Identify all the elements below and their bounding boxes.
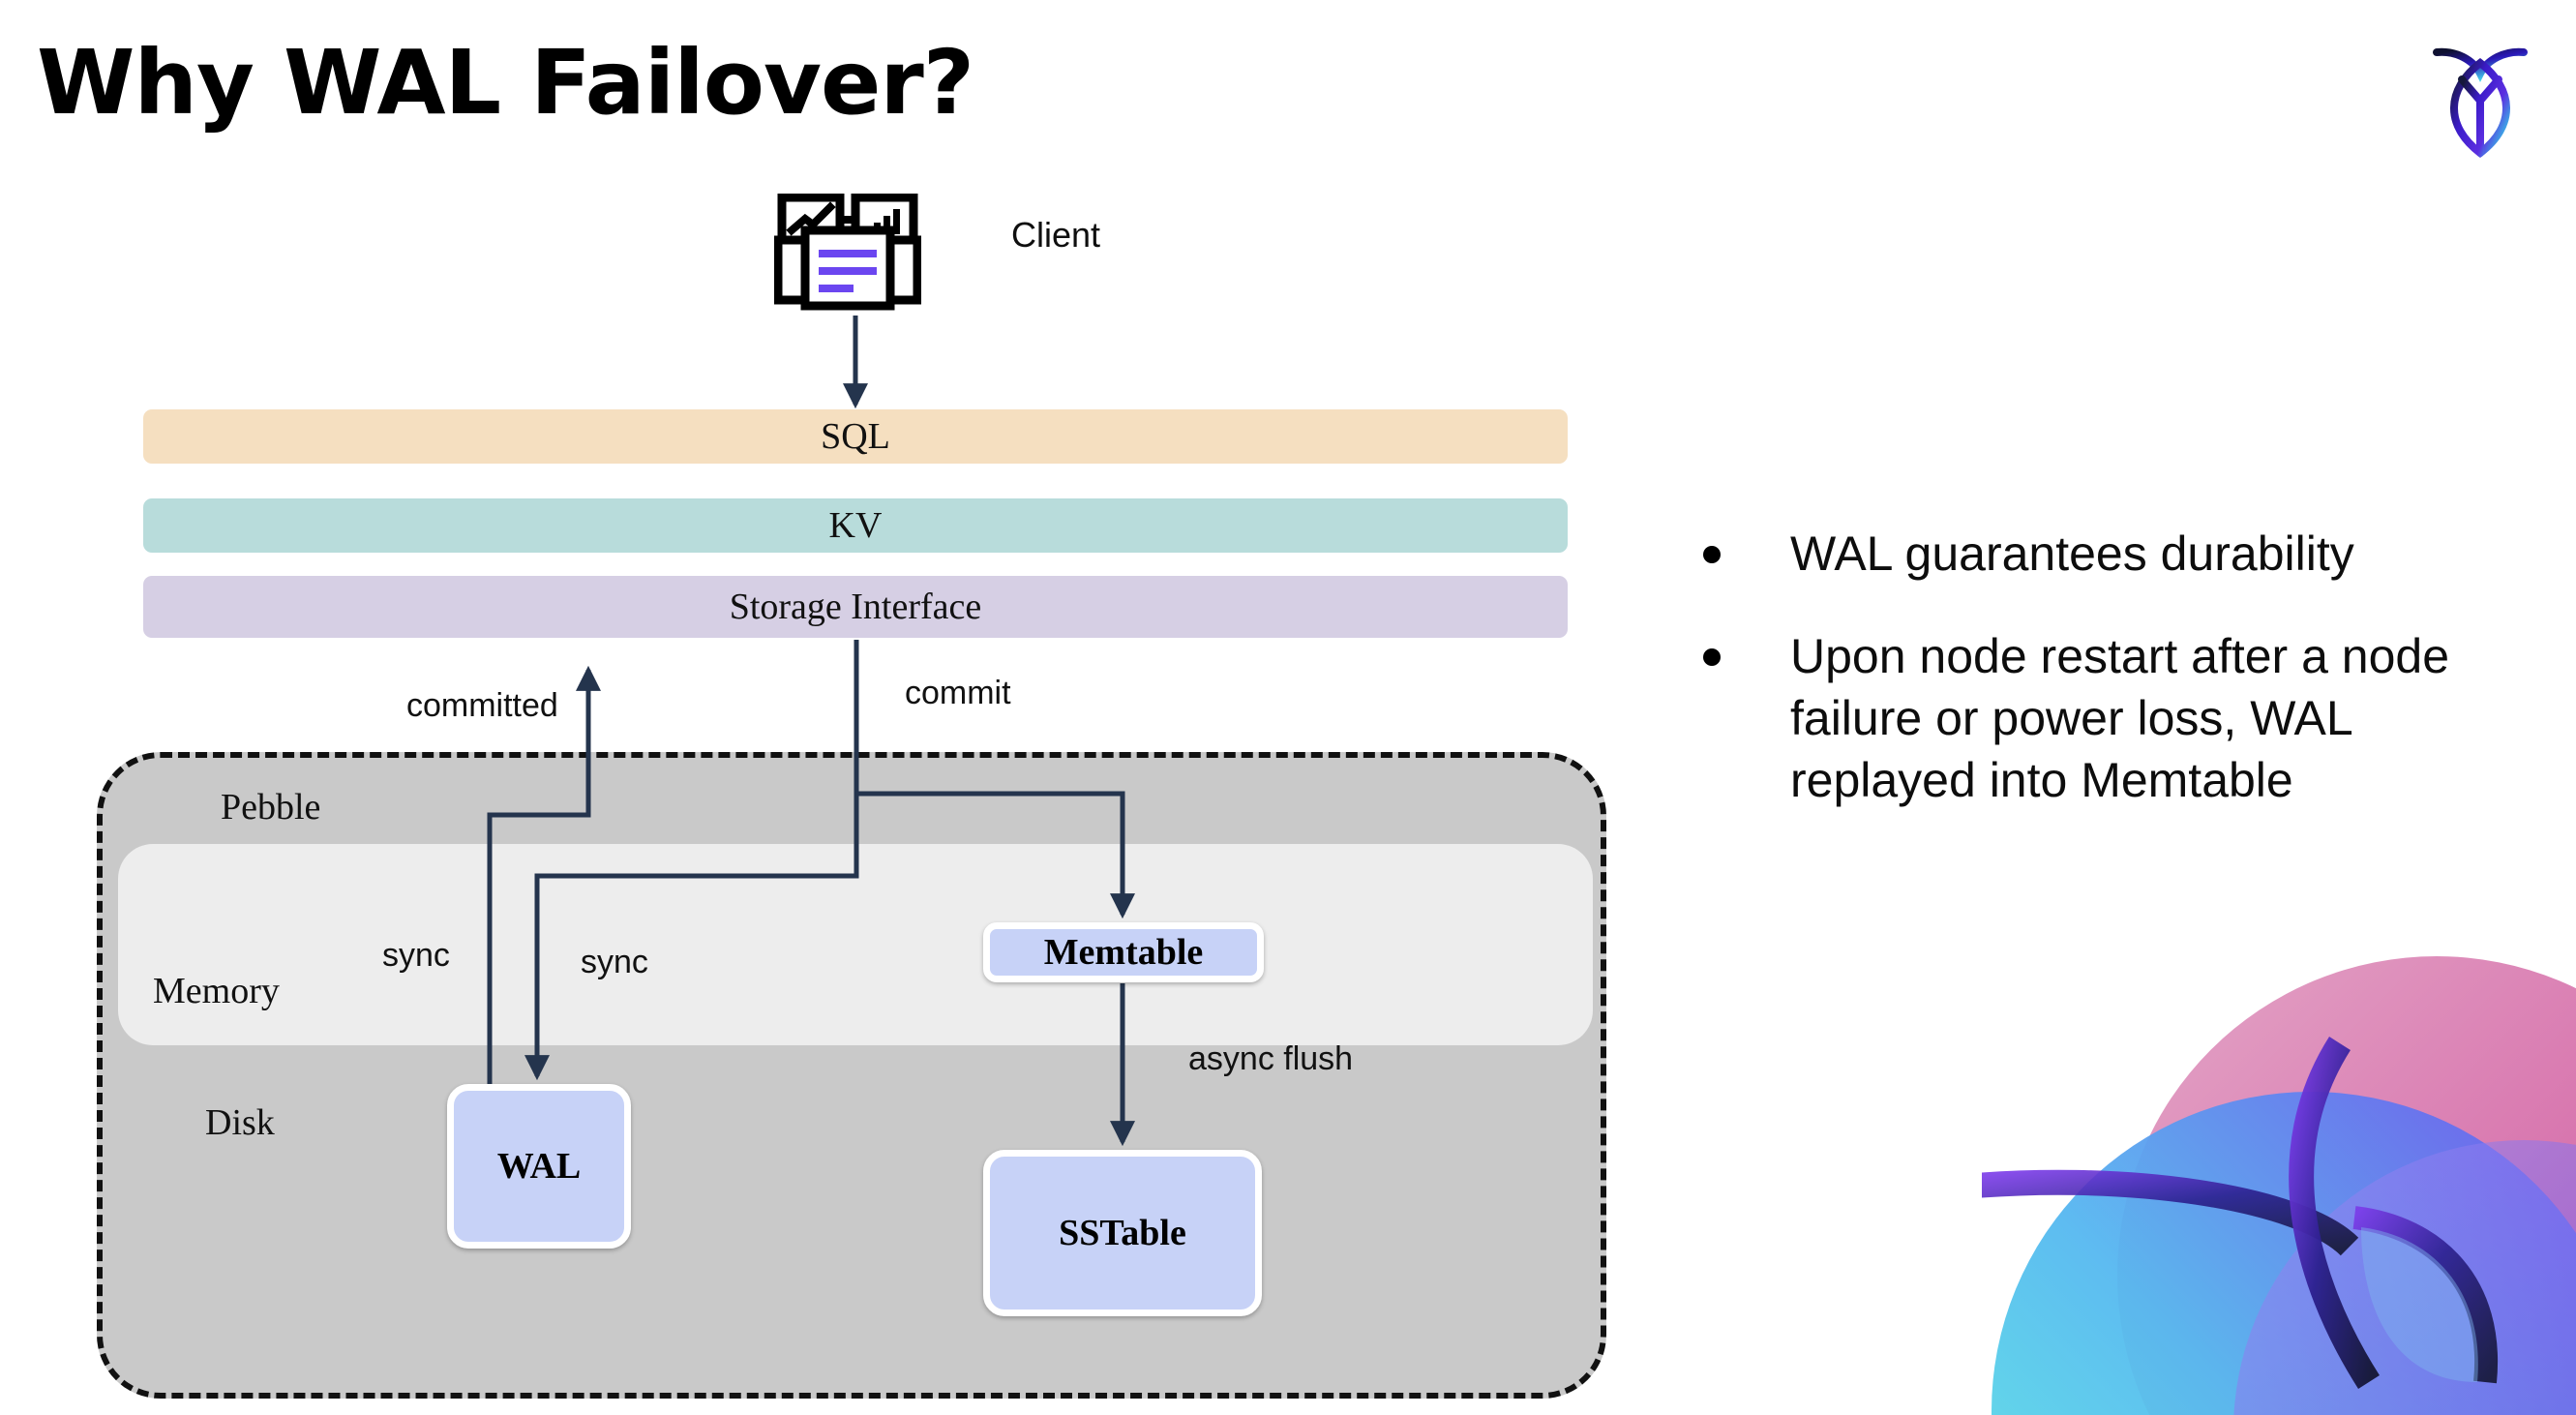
list-item: WAL guarantees durability [1703,523,2535,585]
memtable-box: Memtable [983,922,1264,982]
layer-bar-kv: KV [143,498,1568,553]
bullet-dot-icon [1703,648,1721,666]
edge-label-commit: commit [905,675,1011,711]
page-title: Why WAL Failover? [37,31,974,135]
disk-label: Disk [205,1102,275,1143]
layer-bar-sql: SQL [143,409,1568,464]
edge-label-async-flush: async flush [1188,1040,1354,1077]
bullet-list: WAL guarantees durability Upon node rest… [1703,523,2535,852]
bullet-text: WAL guarantees durability [1790,527,2354,581]
edge-label-committed: committed [406,687,558,724]
list-item: Upon node restart after a node failure o… [1703,625,2535,811]
sstable-box: SSTable [983,1150,1262,1316]
client-label: Client [1011,215,1101,255]
edge-label-sync-right: sync [581,944,648,980]
memory-label: Memory [153,971,280,1011]
layer-bar-storage-interface: Storage Interface [143,576,1568,638]
client-dashboard-icon [773,193,922,317]
bullet-dot-icon [1703,546,1721,563]
wal-box: WAL [447,1084,631,1249]
pebble-label: Pebble [221,787,321,828]
bullet-text: Upon node restart after a node failure o… [1790,629,2450,807]
cockroachdb-logo [2417,31,2543,159]
edge-label-sync-left: sync [382,937,450,974]
